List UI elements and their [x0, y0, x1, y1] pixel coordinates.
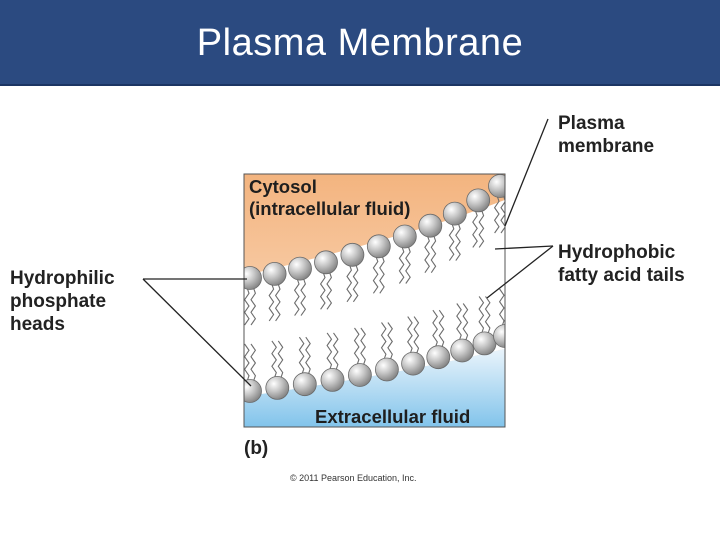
plasma-membrane-label-line1: Plasma	[558, 113, 625, 134]
fatty-acid-tail	[498, 288, 505, 328]
fatty-acid-tail	[244, 286, 250, 326]
hydrophilic-heads-label: Hydrophilic phosphate heads	[10, 267, 115, 336]
fatty-acid-tail	[413, 316, 420, 355]
fatty-acid-tail	[326, 271, 333, 310]
fatty-acid-tails	[244, 194, 510, 383]
phosphate-head	[265, 375, 290, 400]
hydrophobic-tails-label: Hydrophobic fatty acid tails	[558, 241, 685, 287]
hydrophilic-heads-label-line2: phosphate	[10, 291, 107, 312]
phosphate-head	[244, 379, 262, 403]
leader-plasma-membrane	[504, 118, 549, 227]
fatty-acid-tail	[352, 263, 359, 303]
fatty-acid-tail	[430, 234, 437, 274]
fatty-acid-tail	[360, 327, 366, 367]
phosphate-head	[401, 351, 426, 376]
title-bar: Plasma Membrane	[0, 0, 720, 86]
fatty-acid-tail	[250, 286, 257, 326]
phosphate-heads	[244, 174, 505, 403]
page-title: Plasma Membrane	[196, 22, 524, 64]
plasma-membrane-label-line2: membrane	[558, 136, 655, 157]
phosphate-head	[244, 266, 262, 290]
phosphate-head	[320, 367, 345, 392]
phosphate-head	[472, 331, 497, 356]
phosphate-head	[374, 357, 399, 382]
fatty-acid-tail	[379, 255, 385, 294]
phosphate-head	[418, 213, 443, 238]
leader-tails-lower	[486, 245, 554, 299]
fatty-acid-tail	[274, 282, 281, 322]
fatty-acid-tail	[380, 322, 387, 361]
membrane-diagram	[142, 118, 554, 428]
fatty-acid-tail	[472, 209, 478, 248]
fatty-acid-tail	[244, 343, 250, 383]
leader-heads-lower	[142, 278, 252, 387]
fatty-acid-tail	[268, 282, 275, 322]
phosphate-head	[466, 188, 491, 213]
fatty-acid-tail	[293, 277, 300, 316]
fatty-acid-tail	[484, 296, 491, 335]
fatty-acid-tail	[493, 194, 500, 234]
phosphate-head	[392, 224, 417, 249]
fatty-acid-tail	[300, 277, 307, 316]
fatty-acid-tail	[478, 209, 485, 248]
fatty-acid-tail	[432, 309, 438, 349]
fatty-acid-tail	[478, 296, 485, 335]
phosphate-head	[450, 338, 475, 363]
fatty-acid-tail	[506, 289, 510, 327]
fatty-acid-tail	[456, 303, 462, 342]
leader-tails-upper	[494, 245, 554, 250]
cytosol-label-line1: Cytosol	[249, 176, 317, 197]
phosphate-head	[426, 345, 451, 370]
fatty-acid-tail	[438, 309, 445, 349]
fatty-acid-tail	[372, 255, 379, 294]
fatty-acid-tail	[319, 271, 326, 310]
fatty-acid-tail	[271, 340, 277, 380]
hydrophobic-tails-label-line2: fatty acid tails	[558, 265, 685, 286]
fatty-acid-tail	[398, 245, 405, 284]
fatty-acid-tail	[326, 332, 333, 372]
phosphate-head	[488, 174, 505, 198]
phosphate-head	[366, 234, 391, 259]
fatty-acid-tail	[277, 340, 284, 380]
cytosol-label: Cytosol (intracellular fluid)	[249, 176, 410, 220]
fatty-acid-tail	[407, 316, 413, 355]
cytosol-label-line2: (intracellular fluid)	[249, 198, 411, 219]
phosphate-head	[340, 242, 365, 267]
fatty-acid-tail	[462, 303, 469, 342]
fatty-acid-tail	[298, 336, 305, 376]
phosphate-head	[347, 363, 372, 387]
copyright-notice: © 2011 Pearson Education, Inc.	[290, 473, 417, 483]
hydrophilic-heads-label-line3: heads	[10, 314, 65, 335]
membrane-figure: Cytosol (intracellular fluid) Extracellu…	[0, 86, 720, 540]
fatty-acid-tail	[250, 343, 257, 383]
diagram-frame	[243, 173, 506, 428]
fatty-acid-tail	[405, 245, 411, 284]
hydrophilic-heads-label-line1: Hydrophilic	[10, 268, 115, 289]
phosphate-head	[292, 372, 317, 397]
plasma-membrane-label: Plasma membrane	[558, 112, 654, 158]
fatty-acid-tail	[346, 263, 353, 303]
fatty-acid-tail	[353, 327, 360, 367]
extracellular-label: Extracellular fluid	[315, 406, 471, 427]
fatty-acid-tail	[305, 336, 311, 376]
fatty-acid-tail	[424, 234, 430, 274]
phosphate-head	[314, 250, 338, 275]
phosphate-head	[262, 261, 287, 286]
fatty-acid-tail	[387, 322, 393, 361]
hydrophobic-tails-label-line1: Hydrophobic	[558, 242, 676, 263]
phosphate-head	[493, 324, 505, 348]
phosphate-head	[288, 256, 312, 281]
fatty-acid-tail	[332, 332, 339, 372]
phosphate-head	[442, 201, 467, 226]
fatty-acid-tail	[455, 222, 461, 261]
fatty-acid-tail	[448, 222, 455, 261]
panel-letter: (b)	[244, 438, 269, 459]
